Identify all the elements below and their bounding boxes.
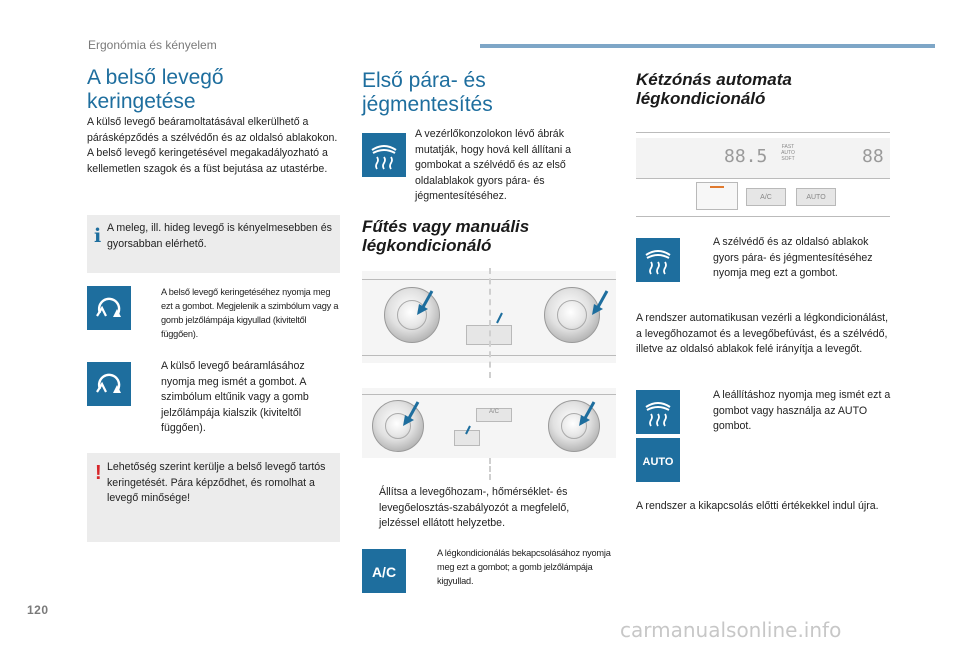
- auto-panel-illustration: 88.5 FAST AUTO SOFT 88 A/C AUTO: [636, 128, 890, 220]
- col3-bullet-1-text: A szélvédő és az oldalsó ablakok gyors p…: [713, 236, 873, 279]
- col3-bullet-1: A szélvédő és az oldalsó ablakok gyors p…: [696, 235, 891, 299]
- col2-intro: A vezérlőkonzolokon lévő ábrák mutatják,…: [415, 128, 572, 202]
- section-header: Ergonómia és kényelem: [88, 38, 217, 52]
- watermark: carmanualsonline.info: [620, 618, 842, 642]
- recirculation-off-button-icon: [87, 362, 131, 406]
- col3-bullet-2: A leállításhoz nyomja meg ismét ezt a go…: [696, 388, 891, 438]
- temp-display-right: 88: [862, 146, 884, 167]
- warning-icon: !: [95, 462, 102, 484]
- ac-button-icon: A/C: [362, 549, 406, 593]
- col1-bullet-2-text: A külső levegő beáramlásához nyomja meg …: [161, 360, 309, 434]
- col1-bullet-1: A belső levegő keringetéséhez nyomja meg…: [144, 285, 344, 345]
- display-tag: FAST AUTO SOFT: [781, 144, 795, 162]
- col2-bullet-2: A légkondicionálás bekapcsolásához nyomj…: [420, 546, 615, 596]
- auto-button-icon: AUTO: [636, 438, 680, 482]
- col1-bullet-1-text: A belső levegő keringetéséhez nyomja meg…: [161, 287, 339, 339]
- col3-closing: A rendszer a kikapcsolás előtti értékekk…: [636, 500, 879, 512]
- col2-subtitle: Fűtés vagy manuális légkondicionáló: [362, 217, 530, 255]
- col2-bullet-2-text: A légkondicionálás bekapcsolásához nyomj…: [437, 548, 611, 586]
- divider: [489, 458, 491, 480]
- manual-panel-illustration-2: A/C: [362, 388, 616, 458]
- auto-button-label: AUTO: [643, 456, 674, 468]
- ac-panel-button: A/C: [746, 188, 786, 206]
- col2-title: Első pára- és jégmentesítés: [362, 69, 493, 116]
- col3-title: Kétzónás automata légkondicionáló: [636, 70, 792, 108]
- col1-paragraph: A külső levegő beáramoltatásával elkerül…: [87, 116, 338, 175]
- knob: [544, 287, 600, 343]
- header-bar: [480, 44, 935, 48]
- recirculation-button-icon: [87, 286, 131, 330]
- defrost-button-icon: [362, 133, 406, 177]
- ac-mini-button: A/C: [476, 408, 512, 422]
- col2-bullet-1-text: Állítsa a levegőhozam-, hőmérséklet- és …: [379, 486, 570, 529]
- info-text: A meleg, ill. hideg levegő is kényelmese…: [107, 222, 332, 250]
- warning-box: ! Lehetőség szerint kerülje a belső leve…: [87, 453, 340, 542]
- temp-display-left: 88.5: [724, 146, 768, 167]
- page-number: 120: [27, 603, 49, 617]
- max-defrost-button-icon: [636, 238, 680, 282]
- col1-title: A belső levegő keringetése: [87, 66, 224, 113]
- col1-bullet-2: A külső levegő beáramlásához nyomja meg …: [144, 359, 344, 439]
- col3-paragraph: A rendszer automatikusan vezérli a légko…: [636, 312, 889, 355]
- col3-bullet-2-text: A leállításhoz nyomja meg ismét ezt a go…: [713, 389, 891, 432]
- defrost-panel-button: [696, 182, 738, 210]
- divider: [489, 268, 491, 378]
- info-icon: i: [94, 225, 102, 247]
- ac-button-label: A/C: [372, 564, 396, 580]
- auto-panel-button: AUTO: [796, 188, 836, 206]
- col2-bullet-1: Állítsa a levegőhozam-, hőmérséklet- és …: [362, 485, 612, 535]
- info-box: i A meleg, ill. hideg levegő is kényelme…: [87, 215, 340, 273]
- warning-text: Lehetőség szerint kerülje a belső levegő…: [107, 461, 326, 504]
- defrost-off-button-icon: [636, 390, 680, 434]
